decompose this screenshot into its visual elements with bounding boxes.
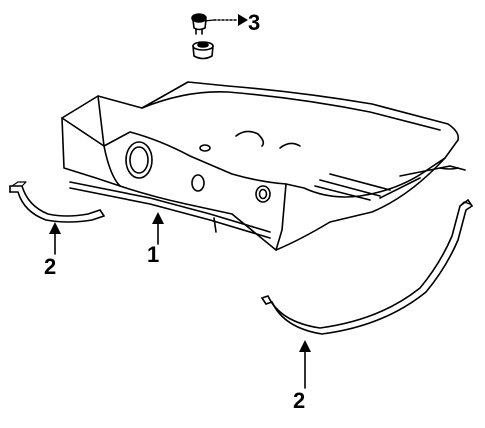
part-2-strap-left: [9, 181, 105, 223]
part-1-fuel-tank: [61, 81, 466, 251]
callout-part-1: 1: [147, 242, 160, 267]
part-2-strap-right: [261, 199, 473, 335]
part-3-grommet: [192, 41, 214, 60]
leader-2-left: [49, 222, 61, 255]
leader-2-right: [299, 340, 311, 389]
callout-part-2-right: 2: [293, 388, 306, 413]
callout-part-2-left: 2: [44, 254, 57, 279]
leader-1: [152, 212, 164, 245]
part-3-cap: [191, 13, 215, 35]
callout-part-3: 3: [248, 10, 261, 35]
leader-3: [213, 14, 248, 26]
